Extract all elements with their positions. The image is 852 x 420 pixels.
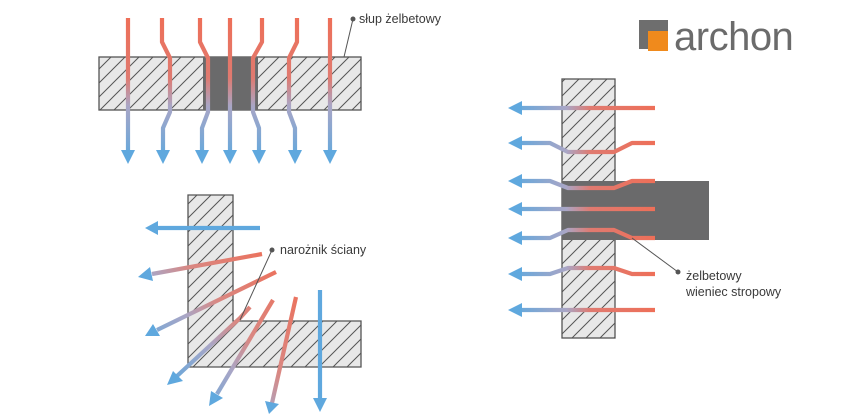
arrowhead	[265, 401, 279, 414]
heat-flow-line	[250, 18, 265, 152]
arrowhead	[145, 221, 158, 235]
arrowhead	[138, 267, 153, 281]
ring-beam-panel: żelbetowy wieniec stropowy	[508, 78, 782, 339]
heat-flow-line	[522, 227, 655, 241]
column-leader-line	[343, 18, 354, 58]
heat-flow-line	[215, 298, 275, 396]
arrowhead	[156, 150, 170, 164]
arrowhead	[508, 101, 522, 115]
logo-mark-orange	[648, 31, 668, 51]
heat-flow-line	[522, 140, 655, 155]
ring-beam-leader-line	[631, 237, 679, 273]
heat-flow-line	[269, 296, 299, 404]
column-heat-flows	[125, 18, 333, 152]
arrowhead	[121, 150, 135, 164]
corner-label: narożnik ściany	[280, 243, 367, 257]
ring-beam-arrowheads	[508, 101, 522, 317]
arrowhead	[508, 202, 522, 216]
corner-panel: narożnik ściany	[138, 194, 367, 414]
heat-flow-line	[156, 270, 277, 332]
arrowhead	[167, 371, 183, 385]
corner-heat-flows	[151, 225, 323, 404]
column-leader-dot	[350, 16, 356, 22]
column-panel: słup żelbetowy	[98, 12, 442, 164]
heat-flow-line	[175, 305, 252, 378]
heat-flow-line	[159, 18, 173, 152]
ring-beam-heat-flows	[522, 105, 655, 313]
arrowhead	[323, 150, 337, 164]
arrowhead	[223, 150, 237, 164]
arrowhead	[313, 398, 327, 412]
arrowhead	[145, 324, 160, 336]
corner-leader-line	[239, 249, 273, 321]
column-arrowheads	[121, 150, 337, 164]
heat-flow-line	[197, 18, 211, 152]
heat-flow-line	[151, 251, 263, 277]
arrowhead	[209, 391, 223, 406]
archon-logo: archon	[639, 15, 794, 59]
corner-arrowheads	[138, 221, 327, 414]
heat-flow-line	[522, 265, 655, 277]
ring-beam-leader-dot	[675, 269, 681, 275]
arrowhead	[252, 150, 266, 164]
arrowhead	[288, 150, 302, 164]
column-label: słup żelbetowy	[359, 12, 442, 26]
ring-beam-label-line2: wieniec stropowy	[685, 285, 782, 299]
ring-beam-label-line1: żelbetowy	[686, 269, 742, 283]
corner-leader-dot	[269, 247, 275, 253]
heat-flow-line	[522, 178, 655, 191]
arrowhead	[195, 150, 209, 164]
arrowhead	[508, 136, 522, 150]
arrowhead	[508, 267, 522, 281]
arrowhead	[508, 231, 522, 245]
heat-flow-line	[286, 18, 300, 152]
arrowhead	[508, 303, 522, 317]
arrowhead	[508, 174, 522, 188]
logo-text: archon	[674, 15, 793, 59]
